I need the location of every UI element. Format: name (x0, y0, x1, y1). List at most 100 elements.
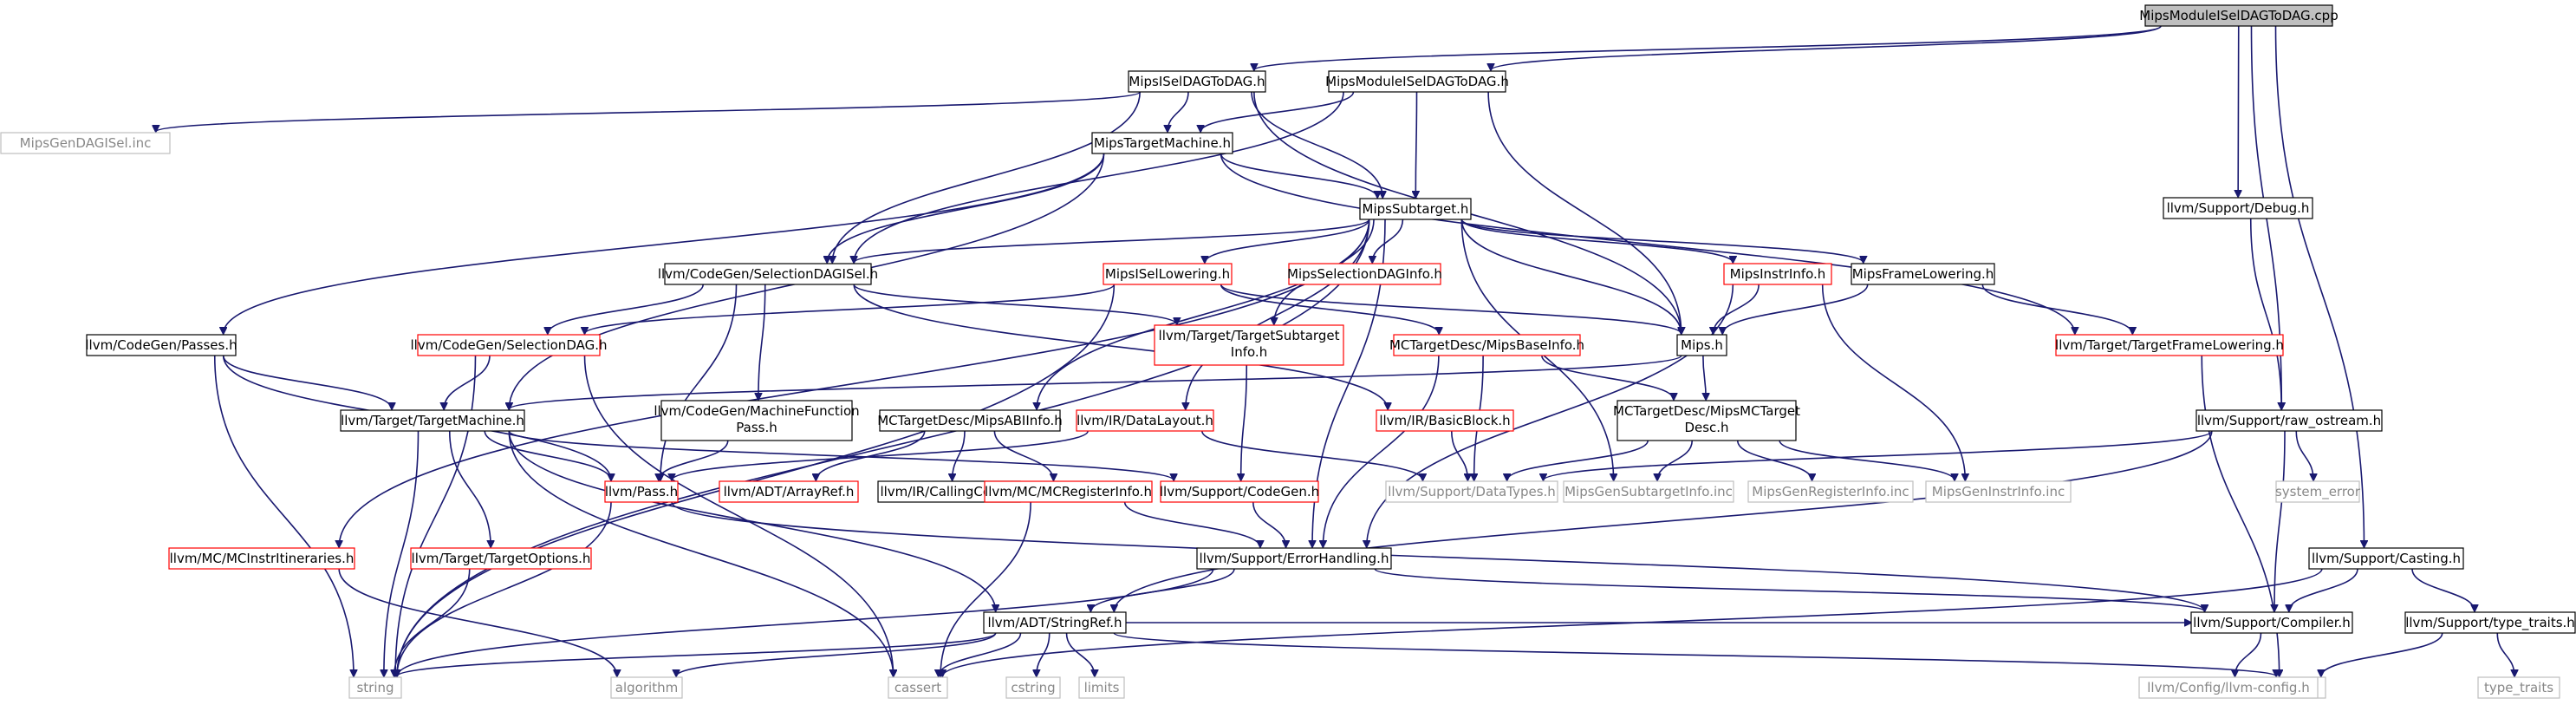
node-basicblock[interactable]: llvm/IR/BasicBlock.h (1376, 409, 1514, 432)
edge-minstrinfo-to-geninstr (1821, 284, 1966, 480)
edge-seldagisel-to-pass (660, 284, 738, 480)
node-compiler[interactable]: llvm/Support/Compiler.h (2190, 611, 2353, 634)
node-box-toptions (410, 547, 592, 570)
edge-misellow-to-seldag (585, 284, 1116, 334)
edge-mcbaseinfo-to-mcmipsmc (1541, 355, 1674, 400)
node-box-msub (1359, 198, 1472, 220)
node-label-mfpass: llvm/CodeGen/MachineFunction (654, 403, 859, 419)
edge-ttm-to-stringref (508, 430, 995, 611)
edge-mcmipsmc-to-genreg (1736, 440, 1812, 480)
edge-mframelow-to-mipsh (1722, 284, 1869, 334)
node-mmisel[interactable]: MipsModuleISelDAGToDAG.h (1325, 70, 1509, 93)
node-seldagisel[interactable]: llvm/CodeGen/SelectionDAGISel.h (658, 263, 878, 285)
node-box-gensub (1563, 480, 1734, 503)
node-mipsh[interactable]: Mips.h (1676, 334, 1727, 356)
edge-mtm-to-msub (1220, 153, 1378, 198)
node-mcitin[interactable]: llvm/MC/MCInstrItineraries.h (168, 547, 355, 570)
edge-toptions-to-string (394, 568, 471, 676)
node-misellow[interactable]: MipsISelLowering.h (1103, 263, 1233, 285)
node-toptions[interactable]: llvm/Target/TargetOptions.h (410, 547, 592, 570)
node-msub[interactable]: MipsSubtarget.h (1359, 198, 1472, 220)
node-box-mframelow (1851, 263, 1995, 285)
node-label-string: string (356, 680, 394, 695)
node-datalayout[interactable]: llvm/IR/DataLayout.h (1076, 409, 1214, 432)
node-box-compiler (2190, 611, 2353, 634)
edge-rawostream-to-stringref (1114, 430, 2213, 611)
node-debug[interactable]: llvm/Support/Debug.h (2163, 197, 2313, 219)
edge-root-to-casting (2274, 25, 2365, 547)
node-stringref[interactable]: llvm/ADT/StringRef.h (983, 611, 1127, 634)
edge-ttm-to-pass (484, 430, 611, 480)
node-minstrinfo[interactable]: MipsInstrInfo.h (1723, 263, 1832, 285)
edge-basicblock-to-datatypes (1450, 430, 1468, 480)
node-label-gendagisel: MipsGenDAGISel.inc (20, 135, 152, 151)
edge-msub-to-mframelow (1460, 219, 1863, 263)
node-passes[interactable]: llvm/CodeGen/Passes.h (85, 334, 237, 356)
edge-mtm-to-seldagisel (827, 153, 1105, 263)
node-label-mfpass: Pass.h (736, 420, 777, 435)
edge-mfpass-to-pass (659, 440, 729, 480)
edge-seldag-to-cassert (583, 355, 894, 676)
node-mseldaginfo[interactable]: MipsSelectionDAGInfo.h (1287, 263, 1442, 285)
node-cstring: cstring (1005, 676, 1061, 699)
edge-mmisel-to-msub (1415, 91, 1416, 198)
edge-msub-to-mseldaginfo (1372, 219, 1404, 263)
edge-seldagisel-to-tsubinfo (853, 284, 1177, 324)
node-label-passes: llvm/CodeGen/Passes.h (85, 337, 237, 353)
node-box-syserr (2275, 480, 2360, 503)
edge-passes-to-string (213, 355, 354, 676)
node-codegen[interactable]: llvm/Support/CodeGen.h (1160, 480, 1319, 503)
node-box-mcitin (168, 547, 355, 570)
node-mcabi[interactable]: MCTargetDesc/MipsABIInfo.h (877, 409, 1063, 432)
edge-ttm-to-codegen (508, 430, 1174, 480)
node-llvmconfig: llvm/Config/llvm-config.h (2138, 676, 2319, 699)
node-box-passes (86, 334, 237, 356)
node-label-llvmconfig: llvm/Config/llvm-config.h (2147, 680, 2309, 695)
node-box-mmisel (1328, 70, 1506, 93)
edge-root-to-misel (1254, 25, 2162, 70)
node-rawostream[interactable]: llvm/Support/raw_ostream.h (2195, 409, 2383, 432)
node-typetraitsh[interactable]: llvm/Support/type_traits.h (2404, 611, 2576, 634)
node-label-genreg: MipsGenRegisterInfo.inc (1752, 484, 1909, 499)
node-label-seldag: llvm/CodeGen/SelectionDAG.h (411, 337, 608, 353)
edge-rawostream-to-datatypes (1544, 430, 2213, 480)
node-seldag[interactable]: llvm/CodeGen/SelectionDAG.h (411, 334, 608, 356)
node-misel[interactable]: MipsISelDAGToDAG.h (1128, 70, 1266, 93)
node-arrayref[interactable]: llvm/ADT/ArrayRef.h (719, 480, 859, 503)
node-box-tframelow (2055, 334, 2284, 356)
node-errhand[interactable]: llvm/Support/ErrorHandling.h (1196, 547, 1392, 570)
node-box-geninstr (1925, 480, 2072, 503)
node-label-mipsh: Mips.h (1681, 337, 1723, 353)
node-label-algorithm: algorithm (615, 680, 678, 695)
node-box-casting (2308, 547, 2464, 570)
node-mcreginfo[interactable]: llvm/MC/MCRegisterInfo.h (984, 480, 1153, 503)
node-tframelow[interactable]: llvm/Target/TargetFrameLowering.h (2055, 334, 2284, 356)
node-casting[interactable]: llvm/Support/Casting.h (2308, 547, 2464, 570)
node-pass[interactable]: llvm/Pass.h (604, 480, 679, 503)
node-label-cassert: cassert (894, 680, 941, 695)
node-mframelow[interactable]: MipsFrameLowering.h (1851, 263, 1995, 285)
node-label-toptions: llvm/Target/TargetOptions.h (412, 551, 591, 566)
node-label-cstring: cstring (1011, 680, 1055, 695)
node-mcbaseinfo[interactable]: MCTargetDesc/MipsBaseInfo.h (1389, 334, 1584, 356)
node-label-codegen: llvm/Support/CodeGen.h (1160, 484, 1319, 499)
edge-mframelow-to-tframelow (1981, 284, 2132, 334)
node-box-tsubinfo (1154, 324, 1344, 366)
edge-seldagisel-to-mfpass (758, 284, 766, 400)
node-root[interactable]: MipsModuleISelDAGToDAG.cpp (2139, 4, 2339, 27)
node-label-minstrinfo: MipsInstrInfo.h (1730, 266, 1826, 282)
node-genreg: MipsGenRegisterInfo.inc (1747, 480, 1914, 503)
node-label-mframelow: MipsFrameLowering.h (1852, 266, 1994, 282)
node-label-pass: llvm/Pass.h (605, 484, 678, 499)
node-label-tsubinfo: llvm/Target/TargetSubtarget (1159, 328, 1340, 343)
node-label-geninstr: MipsGenInstrInfo.inc (1932, 484, 2065, 499)
node-box-string (348, 676, 402, 699)
node-mtm[interactable]: MipsTargetMachine.h (1091, 132, 1233, 154)
node-box-llvmconfig (2138, 676, 2319, 699)
node-box-root (2144, 4, 2333, 27)
node-ttm[interactable]: llvm/Target/TargetMachine.h (340, 409, 525, 432)
